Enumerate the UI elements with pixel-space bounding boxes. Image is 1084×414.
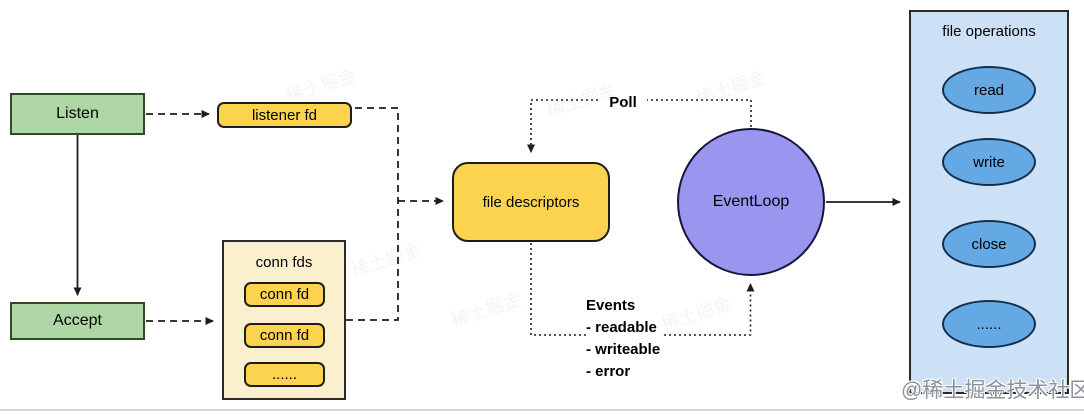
accept-label: Accept — [53, 312, 102, 329]
brand-watermark: @稀土掘金技术社区 — [901, 379, 1084, 402]
conn-fd-label: conn fd — [259, 327, 310, 344]
file-op-write: write — [942, 138, 1036, 186]
events-edge-label: Events - readable - writeable - error — [586, 295, 665, 383]
file-op-read: read — [942, 66, 1036, 114]
listen-label: Listen — [56, 105, 99, 122]
file-op-more: ...... — [942, 300, 1036, 348]
file-op-label: read — [973, 81, 1005, 99]
events-item: - readable — [586, 319, 657, 336]
listener-fd-label: listener fd — [251, 106, 318, 124]
conn-fd-label: ...... — [271, 366, 297, 383]
events-title: Events — [586, 297, 636, 314]
file-op-label: write — [973, 153, 1005, 171]
event-loop-label: EventLoop — [712, 193, 790, 210]
accept-node: Accept — [10, 302, 145, 340]
conn-fds-title: conn fds — [255, 254, 313, 271]
poll-edge-label: Poll — [599, 94, 647, 111]
event-loop-node: EventLoop — [677, 128, 825, 276]
bottom-divider — [0, 409, 1084, 411]
edge-fd-merge-rail — [346, 107, 399, 321]
conn-fd-item: conn fd — [244, 282, 325, 307]
listen-node: Listen — [10, 93, 145, 135]
file-op-label: close — [971, 235, 1007, 253]
file-op-close: close — [942, 220, 1036, 268]
events-item: - error — [586, 363, 631, 380]
conn-fds-container: conn fds conn fd conn fd ...... — [222, 240, 346, 400]
events-item: - writeable — [586, 341, 661, 358]
file-op-label: ...... — [976, 315, 1002, 333]
file-operations-title: file operations — [942, 23, 1036, 40]
file-descriptors-node: file descriptors — [452, 162, 610, 242]
listener-fd-node: listener fd — [217, 102, 352, 128]
file-descriptors-label: file descriptors — [482, 193, 580, 211]
conn-fd-item: conn fd — [244, 323, 325, 348]
conn-fd-item: ...... — [244, 362, 325, 387]
file-operations-container: file operations read write close ...... — [909, 10, 1069, 394]
conn-fd-label: conn fd — [259, 286, 310, 303]
